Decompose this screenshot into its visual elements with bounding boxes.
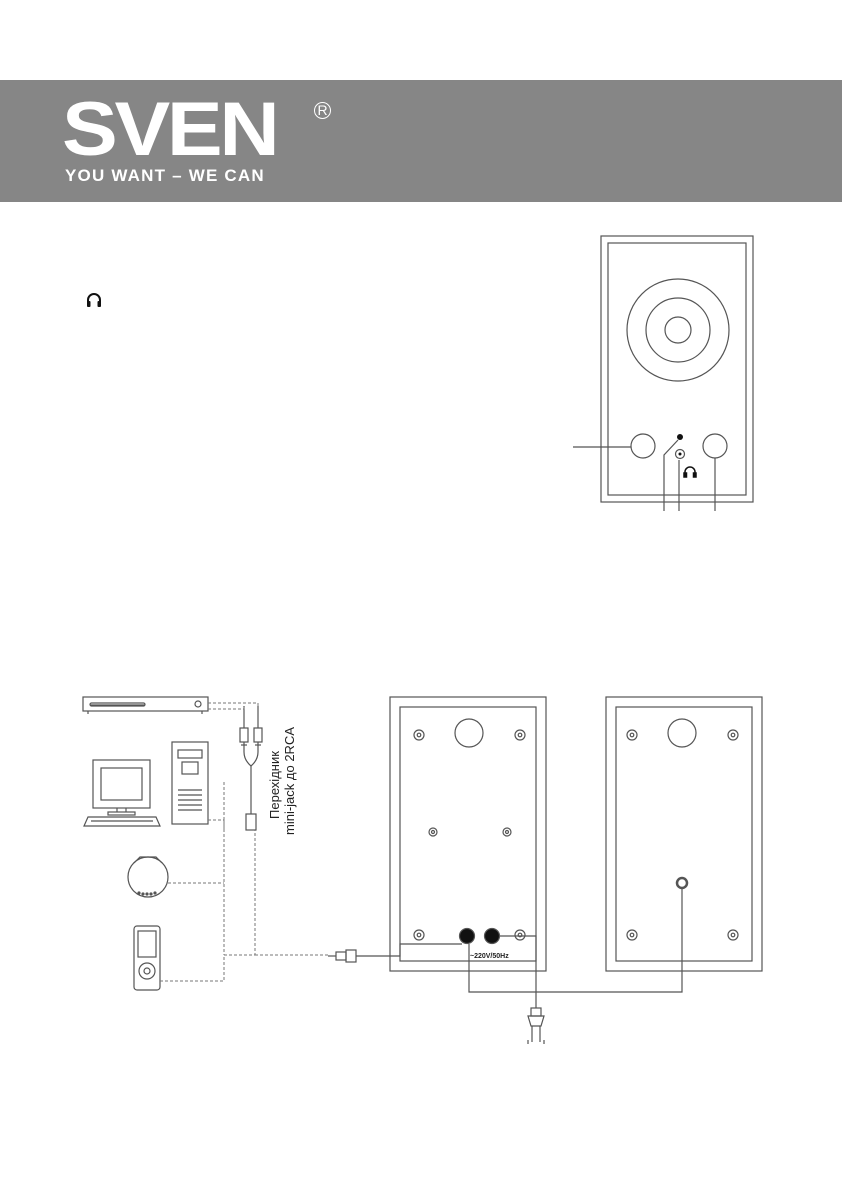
power-cable (499, 935, 537, 1008)
front-speaker-diagram (573, 235, 754, 511)
power-led (677, 434, 683, 440)
left-knob (630, 433, 656, 459)
headphones-icon (87, 293, 101, 307)
headphone-jack (674, 448, 686, 460)
computer-monitor (83, 759, 161, 827)
bass-port (454, 718, 484, 748)
adapter-label: Перехідник mini-jack до 2RCA (267, 727, 297, 835)
rear-active-speaker (389, 696, 547, 972)
adapter-label-line2: mini-jack до 2RCA (282, 727, 297, 835)
sven-logo: SVEN R YOU WANT – WE CAN (62, 87, 342, 191)
audio-input-socket (458, 927, 476, 945)
speaker-link-cable (468, 888, 683, 993)
right-knob (702, 433, 728, 459)
keyboard (83, 816, 161, 827)
header-banner (0, 80, 842, 202)
woofer-center (664, 316, 692, 344)
power-socket (483, 927, 501, 945)
signal-lines (160, 702, 328, 982)
power-plug (527, 1007, 545, 1044)
mp3-player (133, 925, 161, 991)
power-rating-label: ~220V/50Hz (470, 953, 509, 960)
rear-passive-speaker (605, 696, 763, 972)
mini-jack-plug (328, 943, 462, 963)
registered-mark: R (314, 102, 331, 119)
logo-tagline: YOU WANT – WE CAN (65, 166, 265, 185)
rca-adapter (239, 706, 263, 831)
pc-tower (171, 741, 209, 825)
dvd-player (82, 696, 209, 714)
woofer-outer (626, 278, 730, 382)
front-headphones-icon (683, 466, 697, 478)
adapter-label-line1: Перехідник (267, 751, 282, 819)
logo-brand: SVEN (62, 87, 280, 172)
woofer-middle (645, 297, 711, 363)
speaker-cable-socket (675, 876, 689, 890)
cd-player (127, 856, 169, 898)
